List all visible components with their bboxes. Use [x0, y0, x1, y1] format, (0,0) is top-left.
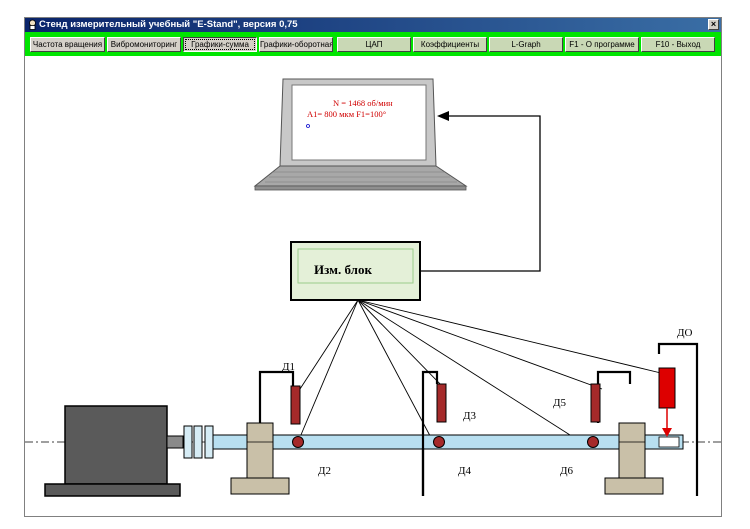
- title-bar[interactable]: Стенд измерительный учебный "E-Stand", в…: [25, 18, 721, 32]
- sensor-d1: [290, 385, 301, 425]
- vibromonitoring-button[interactable]: Вибромониторинг: [107, 37, 181, 52]
- sensor-d6: [587, 436, 599, 448]
- app-window: Стенд измерительный учебный "E-Stand", в…: [24, 17, 722, 517]
- label-d6: Д6: [560, 465, 574, 477]
- label-d5: Д5: [553, 397, 567, 409]
- close-button[interactable]: ×: [708, 19, 719, 30]
- stand-diagram: N = 1468 об/мин A1= 800 мкм F1=100° Изм.…: [25, 78, 721, 497]
- label-d2: Д2: [318, 465, 331, 477]
- sensor-d2: [292, 436, 304, 448]
- sensor-wires: [294, 299, 666, 450]
- signal-line: [420, 115, 541, 272]
- shaft: [212, 434, 684, 450]
- bearing-2: [604, 422, 664, 495]
- diagram-canvas: N = 1468 об/мин A1= 800 мкм F1=100° Изм.…: [25, 56, 721, 516]
- measurement-block: [290, 241, 421, 301]
- lgraph-button[interactable]: L-Graph: [489, 37, 563, 52]
- about-button[interactable]: F1 - О программе: [565, 37, 639, 52]
- label-d1: Д1: [282, 361, 295, 373]
- laptop-screen: [291, 84, 427, 161]
- sensor-d4: [433, 436, 445, 448]
- cursor-dot: [306, 124, 310, 128]
- do-marker: [658, 436, 680, 448]
- rotation-speed-button[interactable]: Частота вращения: [30, 37, 105, 52]
- arrow-icon: [437, 111, 449, 121]
- sensor-d5: [590, 383, 601, 423]
- window-title: Стенд измерительный учебный "E-Stand", в…: [39, 19, 298, 30]
- dac-button[interactable]: ЦАП: [337, 37, 411, 52]
- laptop-keyboard: [253, 165, 468, 187]
- graphs-sum-button[interactable]: Графики-сумма: [183, 37, 257, 52]
- sensor-do: [658, 367, 676, 409]
- label-do: ДО: [677, 327, 693, 339]
- motor: [44, 405, 184, 497]
- do-arrow-icon: [662, 428, 672, 437]
- laptop-amplitude-text: A1= 800 мкм F1=100°: [307, 109, 386, 119]
- coefficients-button[interactable]: Коэффициенты: [413, 37, 487, 52]
- app-icon: [29, 19, 36, 30]
- laptop-speed-text: N = 1468 об/мин: [333, 98, 393, 108]
- laptop: [253, 78, 468, 191]
- graphs-rotational-button[interactable]: Графики-оборотная: [259, 37, 333, 52]
- sensor-d3: [436, 383, 447, 423]
- label-d4: Д4: [458, 465, 472, 477]
- exit-button[interactable]: F10 - Выход: [641, 37, 715, 52]
- measurement-block-label: Изм. блок: [314, 262, 372, 277]
- sensor-brackets: [258, 342, 699, 496]
- toolbar: Частота вращения Вибромониторинг Графики…: [25, 32, 721, 56]
- bearing-1: [230, 422, 290, 495]
- coupling: [183, 425, 214, 459]
- label-d3: Д3: [463, 410, 477, 422]
